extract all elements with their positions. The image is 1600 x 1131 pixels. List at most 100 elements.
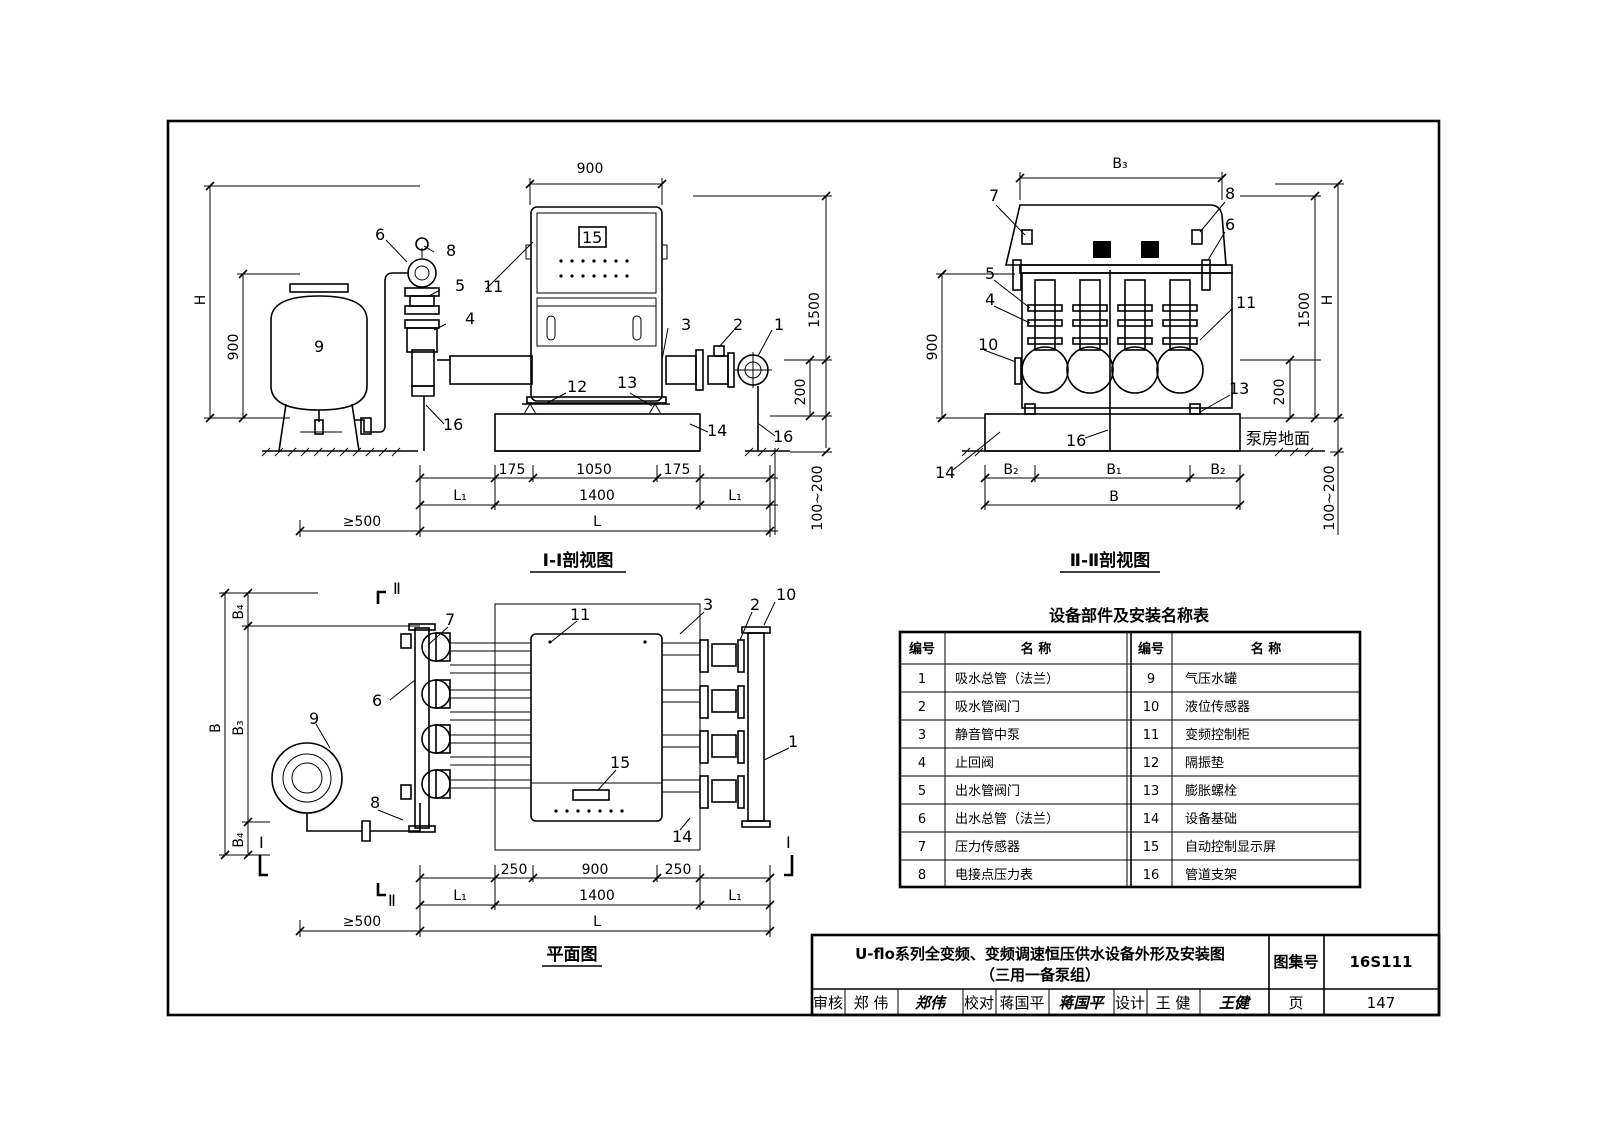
dim-900-plan: 900 xyxy=(582,862,609,878)
callout-8-s2: 8 xyxy=(1225,184,1235,203)
callout-11-plan: 11 xyxy=(570,605,590,624)
atlas-label: 图集号 xyxy=(1273,953,1318,971)
callout-1-plan: 1 xyxy=(788,732,798,751)
parts-table-title: 设备部件及安装名称表 xyxy=(1049,606,1210,625)
dim-900-tank: 900 xyxy=(226,334,242,361)
callout-7-plan: 7 xyxy=(445,610,455,629)
table-cell: 止回阀 xyxy=(955,756,994,771)
callout-10-s2: 10 xyxy=(978,335,998,354)
dim-b2-right: B₂ xyxy=(1210,462,1225,478)
table-cell: 液位传感器 xyxy=(1185,699,1250,715)
callout-10-plan: 10 xyxy=(776,585,796,604)
table-cell: 11 xyxy=(1143,728,1160,743)
page-label: 页 xyxy=(1288,994,1303,1012)
table-cell: 16 xyxy=(1143,868,1160,883)
table-cell: 13 xyxy=(1143,784,1160,799)
parts-table: 设备部件及安装名称表 编号 名 称 编号 名 称 1 吸水总管（法兰） 9 气压… xyxy=(898,606,1362,889)
callout-15: 15 xyxy=(582,228,602,247)
reviewer-name: 郑 伟 xyxy=(854,994,889,1012)
drawing-title-line2: （三用一备泵组） xyxy=(980,966,1100,984)
dim-b4-bottom: B₄ xyxy=(231,832,247,848)
section-mark-i-left: Ⅰ xyxy=(259,833,264,852)
table-cell: 隔振垫 xyxy=(1185,755,1224,771)
dim-b4-top: B₄ xyxy=(231,604,247,620)
plan-view: Ⅱ Ⅱ Ⅰ Ⅰ B₄ B B₃ B₄ 250 900 250 1400 L₁ L… xyxy=(208,579,798,967)
dim-l-plan: L xyxy=(593,914,601,930)
checker-name: 蒋国平 xyxy=(999,994,1044,1012)
section-2-view: B₃ 900 1500 H 200 100~200 B₂ B₁ B₂ B 泵房地… xyxy=(925,156,1344,573)
section-1-title: Ⅰ-Ⅰ剖视图 xyxy=(543,550,614,571)
callout-7-s2: 7 xyxy=(989,186,999,205)
dim-h-total: H xyxy=(193,295,209,306)
table-cell: 管道支架 xyxy=(1185,868,1237,883)
dim-b3-plan: B₃ xyxy=(231,720,247,735)
callout-13-s2: 13 xyxy=(1229,379,1249,398)
table-cell: 静音管中泵 xyxy=(955,727,1020,743)
dim-h-section2: H xyxy=(1320,295,1336,306)
callout-5: 5 xyxy=(455,276,465,295)
callout-6: 6 xyxy=(375,225,385,244)
callout-14: 14 xyxy=(707,421,727,440)
table-cell: 变频控制柜 xyxy=(1185,727,1250,743)
table-header-name-2: 名 称 xyxy=(1251,641,1282,657)
section-mark-ii-top: Ⅱ xyxy=(393,579,401,598)
section-mark-i-right: Ⅰ xyxy=(786,833,791,852)
callout-6-s2: 6 xyxy=(1225,215,1235,234)
table-cell: 膨胀螺栓 xyxy=(1185,784,1237,799)
table-cell: 12 xyxy=(1143,756,1160,771)
table-cell: 吸水管阀门 xyxy=(955,700,1020,715)
callout-16-right: 16 xyxy=(773,427,793,446)
section-mark-ii-bottom: Ⅱ xyxy=(388,891,396,910)
dim-b2-left: B₂ xyxy=(1003,462,1018,478)
table-cell: 吸水总管（法兰） xyxy=(955,672,1059,687)
dim-b3: B₃ xyxy=(1112,156,1127,172)
callout-8: 8 xyxy=(446,241,456,260)
table-cell: 电接点压力表 xyxy=(955,867,1033,883)
table-cell: 15 xyxy=(1143,840,1160,855)
callout-16-s2: 16 xyxy=(1066,431,1086,450)
callout-11-s2: 11 xyxy=(1236,293,1256,312)
table-header-no-1: 编号 xyxy=(909,641,935,657)
table-cell: 3 xyxy=(918,728,926,743)
section-1-view: 900 H 900 1500 200 100~200 175 1050 175 … xyxy=(193,161,832,573)
dim-250-right: 250 xyxy=(665,862,692,878)
reviewer-signature: 郑伟 xyxy=(914,994,947,1012)
dim-1500-section2: 1500 xyxy=(1297,292,1313,328)
callout-14-plan: 14 xyxy=(672,827,692,846)
table-cell: 气压水罐 xyxy=(1185,671,1237,687)
dim-100-200: 100~200 xyxy=(810,465,826,530)
dim-b: B xyxy=(1109,489,1119,505)
dim-175-left: 175 xyxy=(499,462,526,478)
dim-b1: B₁ xyxy=(1106,462,1121,478)
table-cell: 8 xyxy=(918,868,926,883)
dim-1400-plan: 1400 xyxy=(579,888,615,904)
callout-4: 4 xyxy=(465,309,475,328)
sheet-frame xyxy=(166,119,1441,1017)
dim-l1-left-plan: L₁ xyxy=(453,888,466,904)
dim-250-left: 250 xyxy=(501,862,528,878)
dim-1400: 1400 xyxy=(579,488,615,504)
table-cell: 14 xyxy=(1143,812,1160,827)
table-header-no-2: 编号 xyxy=(1138,641,1164,657)
dim-900-width: 900 xyxy=(577,161,604,177)
table-cell: 4 xyxy=(918,756,926,771)
check-label: 校对 xyxy=(964,994,994,1012)
dim-l1-left: L₁ xyxy=(453,488,466,504)
atlas-number: 16S111 xyxy=(1350,953,1413,971)
callout-5-s2: 5 xyxy=(985,264,995,283)
callout-9: 9 xyxy=(314,337,324,356)
designer-signature: 王健 xyxy=(1219,994,1252,1012)
dim-b-plan: B xyxy=(208,723,224,733)
dim-100-200-section2: 100~200 xyxy=(1322,465,1338,530)
table-cell: 9 xyxy=(1147,672,1155,687)
title-block: U-flo系列全变频、变频调速恒压供水设备外形及安装图 （三用一备泵组） 图集号… xyxy=(810,933,1441,1017)
page-number: 147 xyxy=(1367,994,1396,1012)
table-cell: 10 xyxy=(1143,700,1160,715)
callout-14-s2: 14 xyxy=(935,463,955,482)
table-cell: 出水管阀门 xyxy=(955,784,1020,799)
callout-16-left: 16 xyxy=(443,415,463,434)
section-2-title: Ⅱ-Ⅱ剖视图 xyxy=(1070,550,1150,571)
review-label: 审核 xyxy=(813,994,843,1012)
drawing-title-line1: U-flo系列全变频、变频调速恒压供水设备外形及安装图 xyxy=(855,945,1225,963)
callout-2: 2 xyxy=(733,315,743,334)
